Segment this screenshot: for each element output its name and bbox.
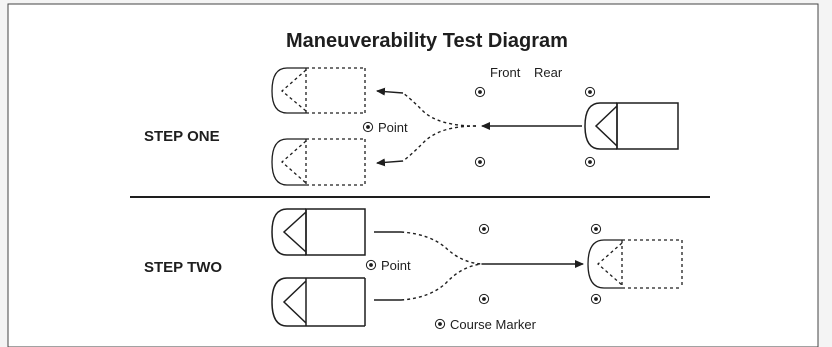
step-one-label: STEP ONE [144,128,220,145]
rear-label: Rear [534,65,563,80]
legend-course-marker-icon [434,318,446,330]
step-two-marker-left-bottom [478,293,490,305]
diagram-panel [7,3,819,347]
step-two-vehicle-top [271,208,366,256]
step-two-marker-left-top [478,223,490,235]
step-one-vehicle-top-dashed [271,67,366,114]
step-one-rear-marker-bottom [584,156,596,168]
step-two-point-marker [365,259,377,271]
step-one-vehicle-start [584,102,679,150]
step-one-point-marker [362,121,374,133]
diagram-title: Maneuverability Test Diagram [286,30,568,52]
step-one-rear-marker-top [584,86,596,98]
front-label: Front [490,65,521,80]
step-two-vehicle-destination-dashed [587,239,683,289]
step-two-marker-right-top [590,223,602,235]
step-one-vehicle-bottom-dashed [271,138,366,186]
step-one-front-marker-bottom [474,156,486,168]
step-one-path [376,87,582,167]
legend-course-marker-label: Course Marker [450,317,537,332]
step-two-point-label: Point [381,258,411,273]
step-two-path [374,231,584,301]
step-two-label: STEP TWO [144,259,222,276]
step-two-marker-right-bottom [590,293,602,305]
step-one-front-marker-top [474,86,486,98]
step-one-point-label: Point [378,120,408,135]
step-two-vehicle-bottom [271,277,366,327]
